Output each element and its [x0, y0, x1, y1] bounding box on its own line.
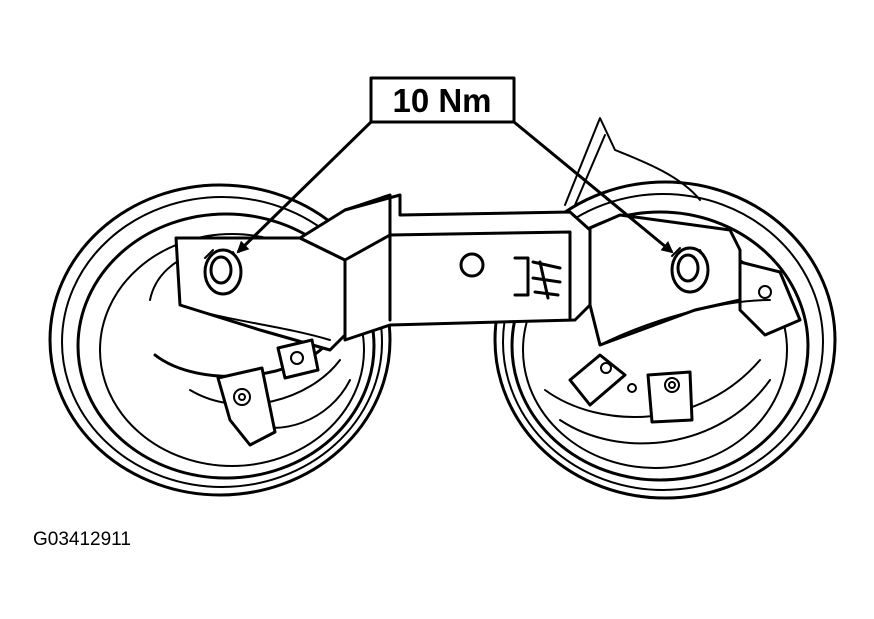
- figure-id: G03412911: [33, 529, 131, 550]
- center-bracket: [298, 117, 701, 342]
- left-horn: [48, 183, 392, 497]
- left-nut: [203, 248, 243, 296]
- torque-callout: 10 Nm: [369, 76, 516, 124]
- right-horn: [493, 180, 837, 500]
- right-mounting-plate: [588, 213, 802, 347]
- torque-label: 10 Nm: [392, 82, 491, 119]
- right-terminals: [568, 353, 694, 424]
- left-mounting-plate: [174, 236, 347, 352]
- leader-arrow-right: [513, 120, 674, 254]
- left-terminals: [216, 338, 320, 447]
- right-nut: [670, 246, 710, 294]
- leader-arrow-left: [236, 120, 373, 254]
